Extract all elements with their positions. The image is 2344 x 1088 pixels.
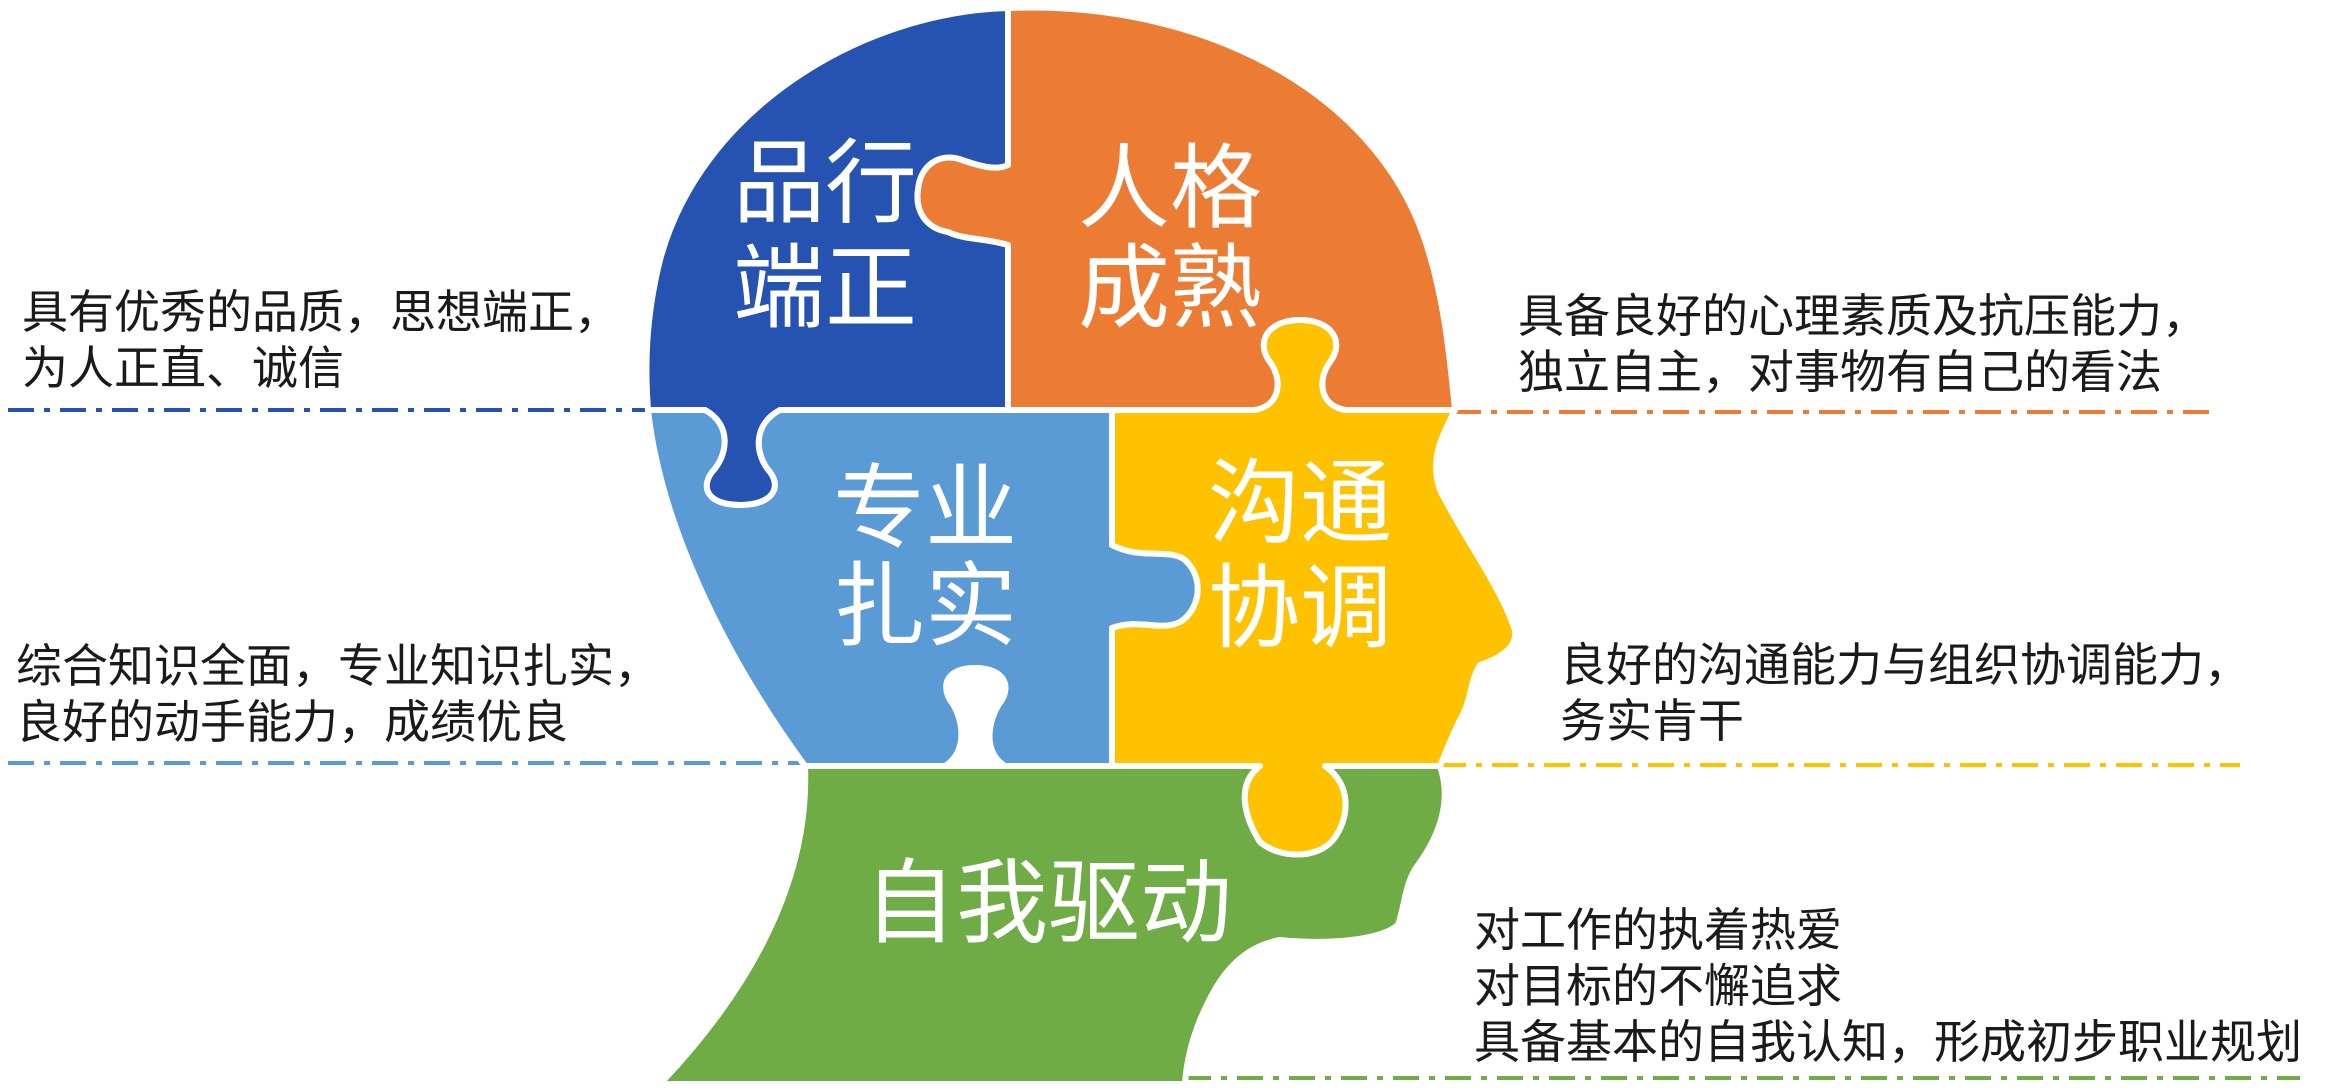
piece-label-ziwo: 自我驱动 xyxy=(864,850,1232,957)
description-pinxing-line-2: 为人正直、诚信 xyxy=(22,341,344,395)
description-renge: 具备良好的心理素质及抗压能力， 独立自主，对事物有自己的看法 xyxy=(1518,288,2208,400)
description-zhuanye: 综合知识全面，专业知识扎实， 良好的动手能力，成绩优良 xyxy=(16,638,660,750)
piece-label-renge-1: 人格 xyxy=(1078,135,1262,242)
description-zhuanye-line-1: 综合知识全面，专业知识扎实， xyxy=(16,639,660,693)
description-ziwo-line-2: 对目标的不懈追求 xyxy=(1474,959,1842,1013)
piece-label-goutong-1: 沟通 xyxy=(1208,450,1392,557)
description-ziwo-line-3: 具备基本的自我认知，形成初步职业规划 xyxy=(1474,1015,2302,1069)
description-renge-line-2: 独立自主，对事物有自己的看法 xyxy=(1518,345,2162,399)
description-ziwo: 对工作的执着热爱 对目标的不懈追求 具备基本的自我认知，形成初步职业规划 xyxy=(1474,902,2302,1070)
description-goutong-line-1: 良好的沟通能力与组织协调能力， xyxy=(1560,638,2250,692)
piece-label-goutong-2: 协调 xyxy=(1208,555,1392,662)
description-goutong-line-2: 务实肯干 xyxy=(1560,694,1744,748)
piece-label-pinxing-1: 品行 xyxy=(733,130,917,237)
description-renge-line-1: 具备良好的心理素质及抗压能力， xyxy=(1518,289,2208,343)
description-pinxing: 具有优秀的品质，思想端正， 为人正直、诚信 xyxy=(22,284,620,396)
description-pinxing-line-1: 具有优秀的品质，思想端正， xyxy=(22,285,620,339)
description-ziwo-line-1: 对工作的执着热爱 xyxy=(1474,903,1842,957)
piece-label-zhuanye-2: 扎实 xyxy=(833,553,1017,660)
description-goutong: 良好的沟通能力与组织协调能力， 务实肯干 xyxy=(1560,637,2250,749)
piece-label-pinxing-2: 端正 xyxy=(733,235,917,342)
description-zhuanye-line-2: 良好的动手能力，成绩优良 xyxy=(16,695,568,749)
piece-label-zhuanye-1: 专业 xyxy=(833,455,1017,562)
puzzle-piece-goutong xyxy=(1109,317,1519,858)
piece-label-renge-2: 成熟 xyxy=(1078,235,1262,342)
